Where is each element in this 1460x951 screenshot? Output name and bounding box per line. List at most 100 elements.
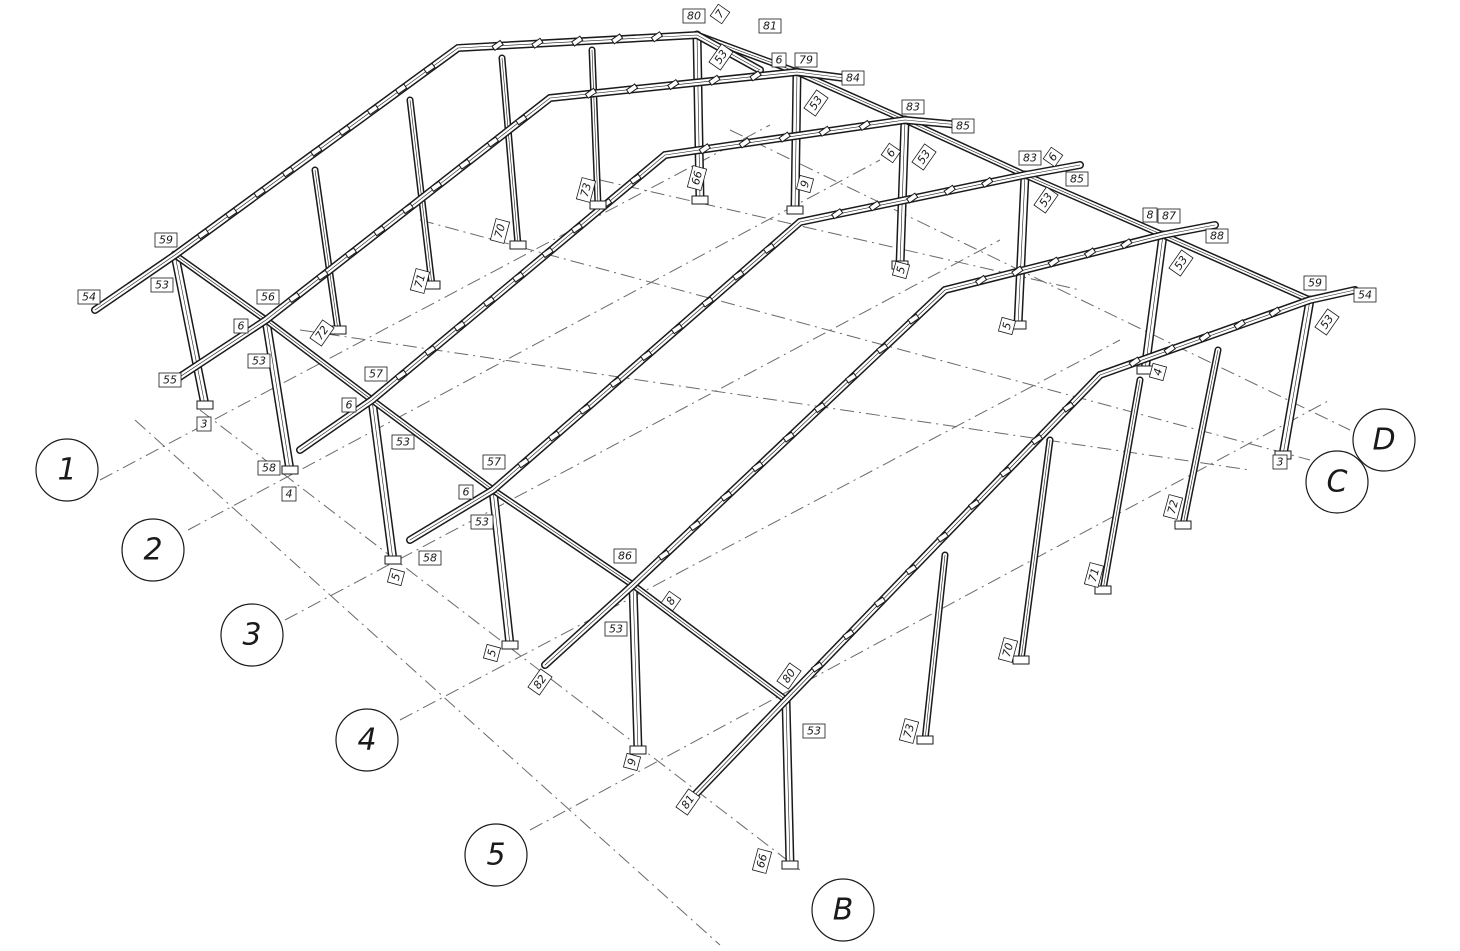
part-tag-label: 6 — [238, 320, 245, 333]
rafter-3-right-purlin-5 — [858, 119, 871, 132]
rafter-frame-4 — [406, 161, 1084, 544]
rafter-1-right-purlin-4 — [610, 33, 624, 45]
rafter-1-left-purlin-5 — [309, 145, 323, 157]
rafter-4-left-purlin-8 — [732, 269, 745, 281]
rafter-4-left-purlin-2 — [547, 430, 561, 442]
rafter-3-right-purlin-1 — [698, 143, 711, 155]
rafter-6-left-purlin-6 — [967, 498, 981, 511]
grid-line-c — [419, 219, 1311, 461]
wind-column-6 — [1099, 376, 1144, 594]
rafter-6-left-purlin-2 — [842, 628, 855, 641]
rafter-3-left-purlin-2 — [424, 344, 437, 357]
rafter-1-right-purlin-1 — [491, 39, 504, 52]
part-tag-58: 58 — [257, 460, 281, 476]
part-tag-83: 83 — [1018, 150, 1042, 166]
part-tag-79: 79 — [794, 52, 818, 68]
part-tag-label: 57 — [369, 368, 383, 381]
rafter-1-right-purlin-2 — [531, 37, 544, 49]
rafter-3-left-purlin-5 — [511, 271, 525, 283]
rafter-3-left-purlin-4 — [482, 295, 496, 308]
part-tag-label: 59 — [159, 234, 173, 247]
part-tag-label: 87 — [1162, 210, 1176, 223]
rafter-5-left-purlin-3 — [720, 490, 733, 502]
part-tag-82: 82 — [527, 668, 553, 696]
rafter-6-left-purlin-5 — [936, 531, 949, 543]
part-tag-8: 8 — [660, 590, 682, 612]
rafter-5-left-purlin-7 — [844, 372, 858, 384]
axis-label-5: 5 — [486, 838, 505, 873]
part-tag-label: 6 — [776, 54, 783, 67]
base-plate-16 — [916, 735, 934, 745]
rafter-frame-2 — [171, 67, 864, 384]
part-tag-81: 81 — [758, 18, 782, 34]
axis-bubble-5: 5 — [464, 823, 528, 887]
base-plate-11 — [786, 205, 804, 215]
rafter-2-left-purlin-2 — [316, 269, 329, 281]
part-tag-label: 5 — [1000, 321, 1014, 331]
part-tag-label: 70 — [492, 223, 508, 240]
rafter-4-left-purlin-3 — [578, 403, 592, 415]
part-tag-3: 3 — [196, 416, 212, 432]
rafter-5-right-purlin-2 — [1011, 265, 1024, 277]
rafter-4-left-purlin-9 — [762, 242, 776, 255]
rafter-6-left-purlin-1 — [810, 661, 824, 673]
column-front-2 — [261, 315, 295, 475]
part-tag-label: 86 — [618, 550, 632, 563]
part-tag-label: 4 — [286, 488, 293, 501]
part-tag-53: 53 — [1033, 186, 1059, 214]
part-tag-58: 58 — [418, 550, 442, 566]
grid-line-d2 — [599, 179, 1081, 291]
axis-bubble-d: D — [1352, 408, 1416, 472]
part-tag-53: 53 — [911, 143, 937, 171]
rafter-2-left-purlin-3 — [344, 247, 358, 259]
part-tag-5: 5 — [482, 643, 502, 663]
rafter-2-left-purlin-7 — [458, 158, 471, 170]
rafter-frame-3 — [296, 115, 964, 454]
part-tag-label: 53 — [396, 436, 410, 449]
rafter-1-left-purlin-8 — [394, 83, 408, 95]
axis-bubble-3: 3 — [220, 603, 284, 667]
part-tag-4: 4 — [281, 486, 297, 502]
base-plate-13 — [1174, 520, 1192, 530]
column-back-4 — [1013, 170, 1030, 330]
rafter-6-right-purlin-2 — [1163, 343, 1176, 356]
part-tag-label: 88 — [1210, 230, 1224, 243]
base-plate-14 — [1094, 585, 1112, 595]
part-tag-80: 80 — [682, 8, 706, 24]
rafter-5-left-purlin-6 — [813, 401, 827, 414]
part-tag-5: 5 — [891, 260, 911, 280]
part-tag-label: 5 — [389, 572, 403, 582]
rafter-4-left-purlin-5 — [639, 349, 653, 362]
axis-label-3: 3 — [242, 618, 261, 653]
rafter-1-left-purlin-7 — [366, 104, 380, 116]
rafter-5-right-purlin-4 — [1083, 247, 1097, 259]
part-tag-53: 53 — [803, 89, 829, 117]
part-tag-label: 81 — [763, 20, 777, 33]
column-front-4 — [488, 485, 515, 650]
rafter-frame-6 — [686, 286, 1359, 804]
part-tag-label: 73 — [901, 723, 917, 740]
part-tag-53: 53 — [1314, 308, 1340, 336]
wind-column-4 — [311, 166, 342, 334]
rafter-frame-1 — [91, 30, 764, 314]
part-tag-70: 70 — [489, 218, 511, 244]
part-tag-6: 6 — [341, 397, 357, 413]
rafter-2-left-purlin-8 — [486, 136, 500, 148]
part-tag-label: 73 — [578, 182, 594, 199]
rafter-5-left-purlin-2 — [688, 519, 702, 532]
part-tag-label: 53 — [807, 725, 821, 738]
base-plate-17 — [589, 200, 607, 210]
axis-label-2: 2 — [143, 533, 162, 568]
rafter-5-right-purlin-1 — [974, 274, 988, 287]
part-tag-label: 8 — [1147, 209, 1154, 222]
part-tag-66: 66 — [686, 165, 708, 191]
part-tag-label: 9 — [625, 757, 639, 767]
part-tag-71: 71 — [1083, 562, 1105, 588]
axis-bubble-1: 1 — [35, 438, 99, 502]
axis-bubble-2: 2 — [121, 518, 185, 582]
rafter-3-right-purlin-3 — [778, 131, 791, 143]
rafter-2-left-purlin-6 — [429, 180, 443, 193]
part-tag-label: 58 — [262, 462, 276, 475]
part-tag-53: 53 — [1168, 249, 1194, 277]
